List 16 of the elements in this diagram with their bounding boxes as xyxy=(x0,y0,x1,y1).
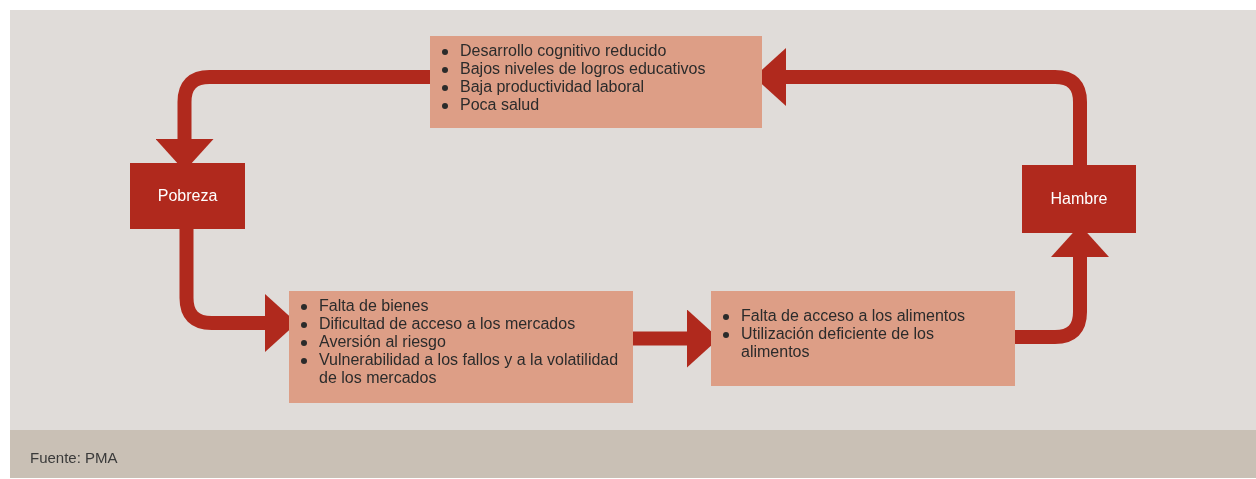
list-item: Aversión al riesgo xyxy=(319,333,446,351)
list-item: Falta de bienes xyxy=(319,297,429,315)
list-item: Vulnerabilidad a los fallos y a la volatilidad de los mercados xyxy=(319,351,620,387)
list-item: Desarrollo cognitivo reducido xyxy=(460,42,667,60)
list-item: Dificultad de acceso a los mercados xyxy=(319,315,576,333)
list-item: Falta de acceso a los alimentos xyxy=(741,307,966,325)
process-box: Pobreza xyxy=(130,163,245,229)
list-item: Baja productividad laboral xyxy=(460,78,645,96)
process-box: Hambre xyxy=(1022,165,1136,233)
list-box xyxy=(289,291,633,403)
list-item: Utilización deficiente de los alimentos xyxy=(741,325,935,361)
source-caption: Fuente: PMA xyxy=(30,449,118,466)
list-item: Bajos niveles de logros educativos xyxy=(460,60,706,78)
list-item: Poca salud xyxy=(460,96,540,114)
list-box xyxy=(711,291,1015,386)
list-box xyxy=(430,36,762,128)
